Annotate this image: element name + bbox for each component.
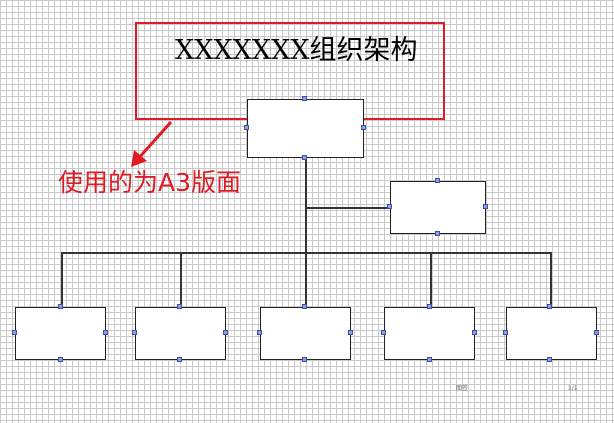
connection-handle[interactable] (257, 330, 262, 335)
connection-handle[interactable] (503, 330, 508, 335)
connection-handle[interactable] (361, 125, 366, 130)
connection-handle[interactable] (594, 330, 599, 335)
connection-handle[interactable] (435, 231, 440, 236)
footer-left: 图签 (456, 385, 469, 392)
connection-handle[interactable] (435, 178, 440, 183)
connection-handle[interactable] (58, 304, 63, 309)
connection-handle[interactable] (427, 357, 432, 362)
connector-drop-4 (430, 252, 432, 308)
footer-right: 1/1 (567, 385, 578, 392)
connection-handle[interactable] (427, 304, 432, 309)
connection-handle[interactable] (177, 357, 182, 362)
org-box-department-3[interactable] (260, 307, 351, 360)
org-box-assistant[interactable] (390, 181, 486, 234)
connector-drop-5 (550, 252, 552, 308)
connector-root-down (305, 157, 307, 253)
connection-handle[interactable] (177, 304, 182, 309)
org-box-department-4[interactable] (384, 307, 475, 360)
connection-handle[interactable] (483, 204, 488, 209)
connection-handle[interactable] (12, 330, 17, 335)
connector-drop-2 (180, 252, 182, 308)
connection-handle[interactable] (472, 330, 477, 335)
connector-to-assistant (305, 207, 391, 209)
connection-handle[interactable] (302, 96, 307, 101)
connection-handle[interactable] (547, 357, 552, 362)
connection-handle[interactable] (244, 125, 249, 130)
connection-handle[interactable] (132, 330, 137, 335)
page-footer: 图签 1/1 (456, 383, 578, 392)
connector-drop-3 (305, 252, 307, 308)
connection-handle[interactable] (302, 357, 307, 362)
connection-handle[interactable] (387, 204, 392, 209)
org-box-department-1[interactable] (15, 307, 106, 360)
connection-handle[interactable] (348, 330, 353, 335)
connection-handle[interactable] (223, 330, 228, 335)
annotation-text: 使用的为A3版面 (58, 168, 242, 197)
connection-handle[interactable] (547, 304, 552, 309)
connection-handle[interactable] (381, 330, 386, 335)
connector-drop-1 (61, 252, 63, 308)
connection-handle[interactable] (58, 357, 63, 362)
chart-title: XXXXXXX组织架构 (175, 35, 418, 66)
connection-handle[interactable] (302, 304, 307, 309)
connection-handle[interactable] (302, 155, 307, 160)
connection-handle[interactable] (103, 330, 108, 335)
